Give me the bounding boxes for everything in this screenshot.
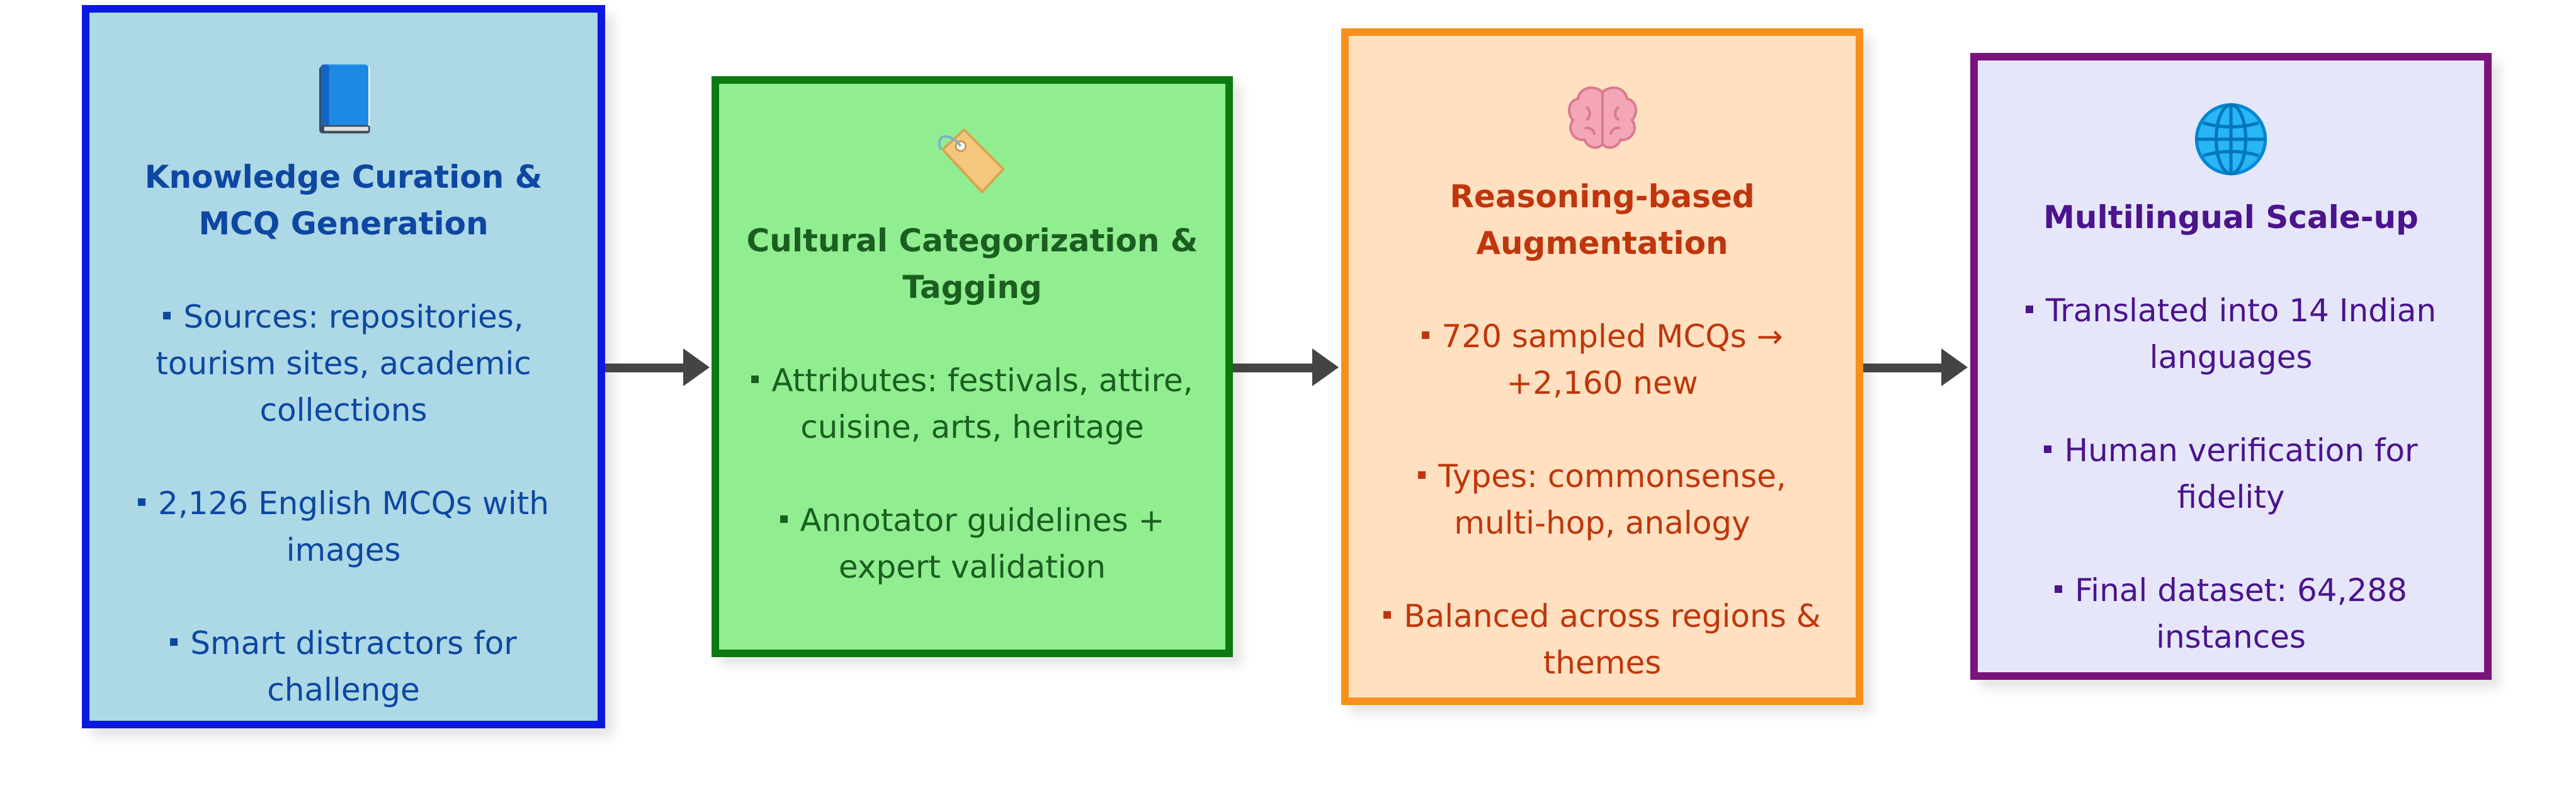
step-bullet: 720 sampled MCQs → +2,160 new: [1374, 313, 1830, 406]
bullet-marker: [2025, 305, 2033, 313]
bullet-text: 2,126 English MCQs with images: [158, 485, 549, 568]
step-bullet: Sources: repositories, tourism sites, ac…: [115, 294, 572, 433]
bullet-text: Attributes: festivals, attire, cuisine, …: [771, 362, 1193, 445]
step-bullet: Annotator guidelines + expert validation: [744, 497, 1200, 590]
step-bullet-list: Attributes: festivals, attire, cuisine, …: [719, 357, 1225, 590]
bullet-marker: [1421, 331, 1429, 339]
step-bullet: Balanced across regions & themes: [1374, 593, 1830, 686]
step-bullet: 2,126 English MCQs with images: [115, 480, 572, 573]
bullet-marker: [1418, 471, 1426, 479]
bullet-text: Types: commonsense, multi-hop, analogy: [1438, 458, 1786, 541]
step-title: Reasoning-based Augmentation: [1450, 178, 1755, 261]
step-title: Multilingual Scale-up: [2043, 199, 2419, 236]
step-bullet: Attributes: festivals, attire, cuisine, …: [744, 357, 1200, 450]
bullet-text: Annotator guidelines + expert validation: [800, 502, 1165, 585]
globe-icon: [2194, 103, 2267, 176]
bullet-text: Translated into 14 Indian languages: [2045, 292, 2437, 376]
brain-icon: [1567, 86, 1637, 149]
flow-arrow: [605, 348, 712, 386]
step-bullet: Types: commonsense, multi-hop, analogy: [1374, 453, 1830, 546]
bullet-text: Human verification for fidelity: [2064, 432, 2418, 515]
flow-arrow: [1233, 348, 1341, 386]
step-bullet: Final dataset: 64,288 instances: [2003, 567, 2459, 660]
bullet-marker: [2055, 585, 2063, 593]
step-bullet-list: Translated into 14 Indian languages Huma…: [1978, 287, 2484, 660]
step-bullet: Human verification for fidelity: [2003, 427, 2459, 520]
bullet-marker: [2044, 445, 2052, 453]
step-multilingual-scaleup: Multilingual Scale-up Translated into 14…: [1970, 53, 2492, 680]
step-bullet-list: Sources: repositories, tourism sites, ac…: [89, 294, 598, 713]
tag-icon: [938, 129, 1005, 193]
bullet-marker: [138, 498, 146, 506]
step-title: Knowledge Curation & MCQ Generation: [144, 159, 543, 242]
bullet-marker: [1383, 611, 1392, 619]
bullet-marker: [163, 311, 171, 319]
step-cultural-categorization: Cultural Categorization & Tagging Attrib…: [712, 76, 1233, 657]
step-bullet: Smart distractors for challenge: [115, 620, 572, 713]
bullet-text: Final dataset: 64,288 instances: [2075, 572, 2407, 655]
bullet-marker: [751, 375, 759, 383]
bullet-marker: [170, 638, 178, 646]
flow-arrow: [1863, 348, 1970, 386]
book-icon: [319, 64, 370, 134]
step-reasoning-augmentation: Reasoning-based Augmentation 720 sampled…: [1341, 28, 1863, 705]
bullet-text: Smart distractors for challenge: [190, 625, 517, 708]
bullet-marker: [780, 515, 788, 523]
step-bullet: Translated into 14 Indian languages: [2003, 287, 2459, 381]
step-title: Cultural Categorization & Tagging: [746, 222, 1198, 306]
bullet-text: 720 sampled MCQs → +2,160 new: [1441, 318, 1783, 401]
bullet-text: Sources: repositories, tourism sites, ac…: [156, 299, 531, 428]
step-knowledge-curation: Knowledge Curation & MCQ Generation Sour…: [82, 5, 605, 728]
step-bullet-list: 720 sampled MCQs → +2,160 new Types: com…: [1349, 313, 1856, 686]
bullet-text: Balanced across regions & themes: [1404, 598, 1821, 681]
